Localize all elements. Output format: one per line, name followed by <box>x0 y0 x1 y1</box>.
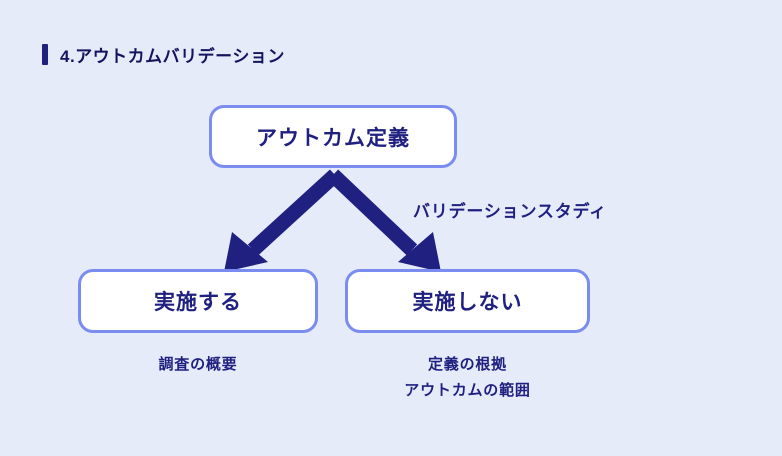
node-implement-label: 実施する <box>154 291 242 314</box>
title-accent-bar <box>42 44 48 65</box>
caption-not-implement-line2: アウトカムの範囲 <box>404 382 531 399</box>
page-title-text: 4.アウトカムバリデーション <box>60 47 285 66</box>
arrow-to-no <box>327 169 441 272</box>
node-implement[interactable]: 実施する <box>78 269 318 333</box>
node-outcome-definition[interactable]: アウトカム定義 <box>209 105 457 168</box>
node-not-implement[interactable]: 実施しない <box>345 269 590 333</box>
caption-not-implement-line1: 定義の根拠 <box>427 356 507 373</box>
caption-not-implement: 定義の根拠 アウトカムの範囲 <box>345 352 590 404</box>
arrow-to-yes <box>224 169 341 272</box>
edge-label-validation-study: バリデーションスタディ <box>413 202 607 221</box>
caption-implement: 調査の概要 <box>78 352 318 378</box>
node-outcome-definition-label: アウトカム定義 <box>256 126 410 150</box>
node-not-implement-label: 実施しない <box>412 291 523 314</box>
caption-implement-line1: 調査の概要 <box>158 356 238 373</box>
page-title: 4.アウトカムバリデーション <box>42 42 285 67</box>
